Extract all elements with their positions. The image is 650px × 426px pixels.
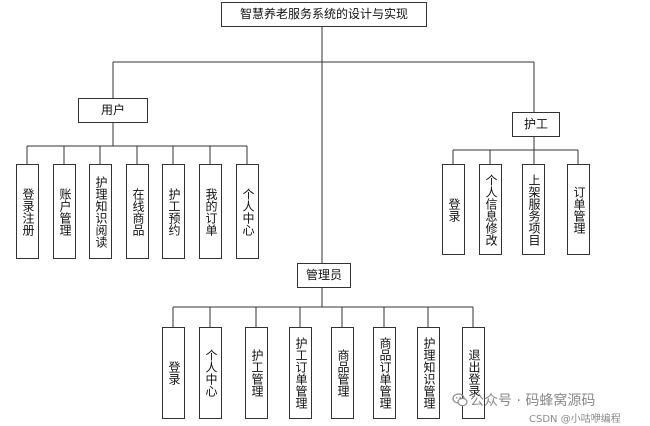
watermark-csdn: CSDN @小咕咿编程 <box>529 414 621 425</box>
user-leaf: 护理知识阅读 <box>89 164 112 259</box>
user-leaf-label: 在线商品 <box>131 187 145 236</box>
admin-leaf: 护工订单管理 <box>289 327 312 419</box>
admin-node-label: 管理员 <box>305 268 342 283</box>
nurse-leaf-label: 上架服务项目 <box>527 173 541 246</box>
user-leaf: 在线商品 <box>126 164 149 259</box>
root-node-label: 智慧养老服务系统的设计与实现 <box>239 7 408 22</box>
nurse-leaf: 上架服务项目 <box>522 164 545 255</box>
admin-leaf: 护工管理 <box>245 327 268 419</box>
admin-leaf-label: 个人中心 <box>204 349 218 397</box>
user-leaf: 登录注册 <box>16 164 39 259</box>
admin-leaf-label: 护工管理 <box>250 349 264 397</box>
admin-leaf-label: 退出登录 <box>467 349 481 397</box>
admin-leaf: 个人中心 <box>199 327 222 419</box>
user-leaf: 护工预约 <box>162 164 185 259</box>
admin-node: 管理员 <box>297 263 351 288</box>
watermark-wechat: 公众号 · 码蜂窝源码 <box>470 393 596 409</box>
user-leaf-label: 登录注册 <box>21 187 35 236</box>
user-leaf-label: 我的订单 <box>204 187 218 236</box>
nurse-leaf-label: 个人信息修改 <box>484 173 498 246</box>
nurse-leaf: 登录 <box>442 164 465 255</box>
nurse-node-label: 护工 <box>523 117 548 132</box>
nurse-leaf: 订单管理 <box>567 164 590 255</box>
root-node: 智慧养老服务系统的设计与实现 <box>221 2 427 27</box>
admin-leaf: 商品订单管理 <box>373 327 396 419</box>
admin-leaf: 登录 <box>162 327 185 419</box>
admin-leaf-label: 护工订单管理 <box>294 337 308 409</box>
nurse-node: 护工 <box>512 112 560 137</box>
admin-leaf: 商品管理 <box>331 327 354 419</box>
admin-leaf-label: 护理知识管理 <box>422 337 436 409</box>
nurse-leaf-label: 登录 <box>447 197 461 222</box>
user-node-label: 用户 <box>100 103 125 118</box>
nurse-leaf-label: 订单管理 <box>572 185 586 234</box>
user-leaf-label: 账户管理 <box>58 187 72 236</box>
nurse-leaf: 个人信息修改 <box>479 164 502 255</box>
admin-leaf-label: 商品订单管理 <box>378 337 392 409</box>
admin-leaf-label: 登录 <box>167 361 181 385</box>
admin-leaf: 退出登录 <box>462 327 485 419</box>
user-leaf: 我的订单 <box>199 164 222 259</box>
user-leaf-label: 个人中心 <box>241 187 255 236</box>
user-leaf: 个人中心 <box>236 164 259 259</box>
user-leaf: 账户管理 <box>53 164 76 259</box>
user-leaf-label: 护工预约 <box>167 187 181 236</box>
user-node: 用户 <box>78 98 148 123</box>
admin-leaf-label: 商品管理 <box>336 349 350 397</box>
admin-leaf: 护理知识管理 <box>417 327 440 419</box>
user-leaf-label: 护理知识阅读 <box>94 175 108 248</box>
wechat-icon <box>452 393 468 407</box>
